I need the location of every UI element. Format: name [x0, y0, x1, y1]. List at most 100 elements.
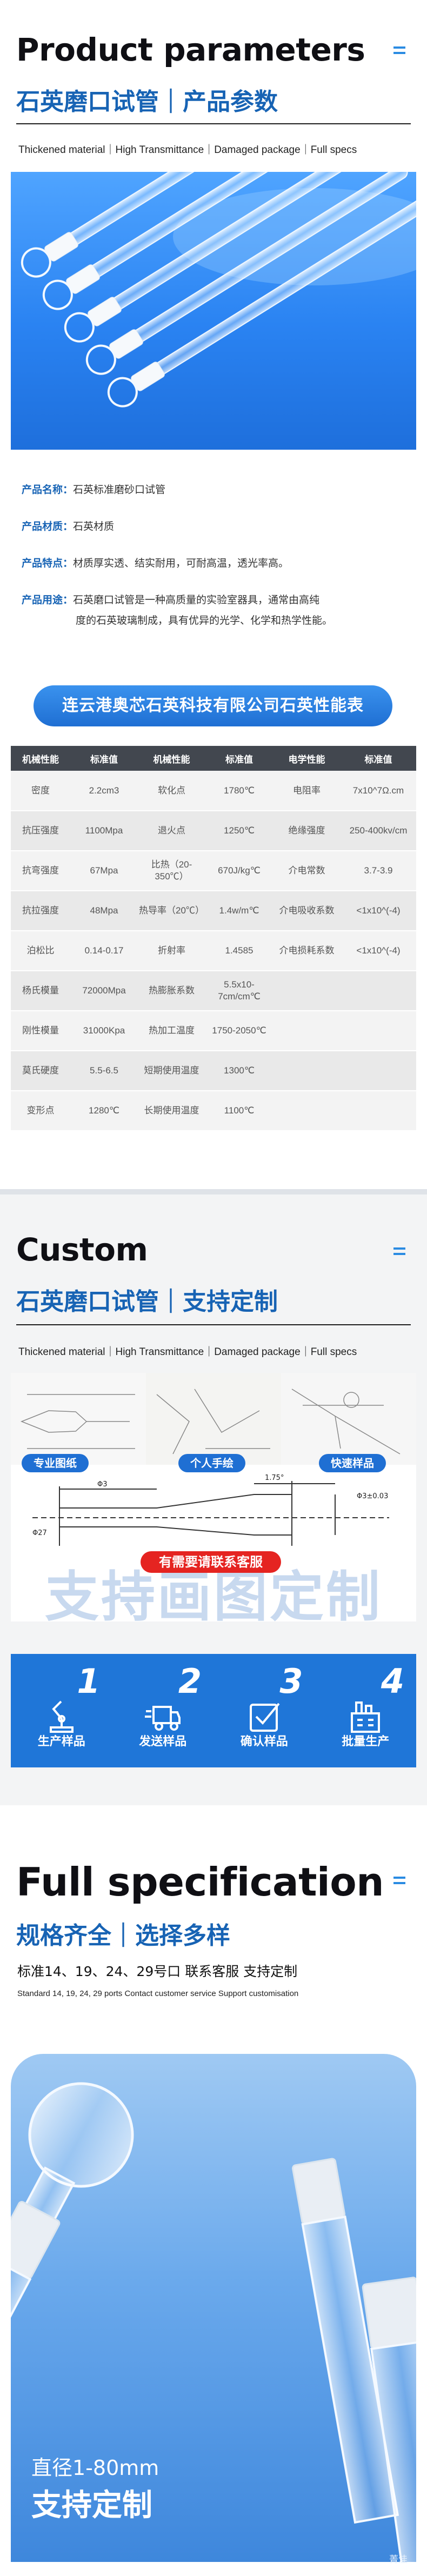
- table-cell: 刚性模量: [11, 1011, 70, 1051]
- step-produce-sample[interactable]: 1 生产样品: [11, 1654, 112, 1767]
- table-cell: 0.14-0.17: [70, 931, 138, 971]
- delivery-truck-icon: [145, 1706, 181, 1731]
- table-cell: 1750-2050℃: [205, 1011, 273, 1051]
- standard-ports-line: 标准14、19、24、29号口 联系客服 支持定制: [17, 1964, 298, 1979]
- custom-drawings-panel: Φ3 1.75° Φ27 Φ3±0.03 专业图纸 个人手绘 快速样品 支持画图…: [11, 1373, 416, 1621]
- table-cell: 热加工温度: [138, 1011, 205, 1051]
- info-key: 产品特点：: [22, 558, 74, 569]
- tag-professional-drawing: 专业图纸: [22, 1454, 89, 1472]
- standard-ports-english: Standard 14, 19, 24, 29 ports Contact cu…: [17, 1989, 299, 1998]
- table-cell: 抗弯强度: [11, 851, 70, 891]
- step-number: 1: [77, 1661, 101, 1701]
- info-value: 石英磨口试管是一种高质量的实验室器具，通常由高纯: [73, 595, 320, 606]
- table-header-cell: 标准值: [341, 746, 416, 771]
- process-steps: 1 生产样品 2 发送样品 3 确认样品 4 批量生产: [11, 1654, 416, 1767]
- table-cell: 短期使用温度: [138, 1051, 205, 1091]
- svg-text:Φ3±0.03: Φ3±0.03: [357, 1492, 388, 1500]
- info-value: 度的石英玻璃制成，具有优异的光学、化学和热学性能。: [76, 615, 333, 626]
- table-cell: [341, 971, 416, 1011]
- product-parameters-section: Product parameters 石英磨口试管｜产品参数 Thickened…: [0, 0, 427, 768]
- table-cell: [341, 1051, 416, 1091]
- table-cell: 72000Mpa: [70, 971, 138, 1011]
- test-tubes-photo: [11, 172, 416, 450]
- table-cell: 长期使用温度: [138, 1091, 205, 1131]
- step-label: 确认样品: [240, 1735, 288, 1749]
- tagline: Thickened material｜High Transmittance｜Da…: [18, 144, 357, 156]
- divider: [16, 123, 411, 124]
- step-number: 4: [381, 1661, 404, 1701]
- table-cell: 1100Mpa: [70, 811, 138, 851]
- table-cell: 250-400kv/cm: [341, 811, 416, 851]
- table-cell: 670J/kg℃: [205, 851, 273, 891]
- table-cell: 介电损耗系数: [273, 931, 341, 971]
- factory-icon: [351, 1701, 381, 1733]
- table-header-cell: 电学性能: [273, 746, 341, 771]
- table-cell: 介电吸收系数: [273, 891, 341, 931]
- info-value: 石英标准磨砂口试管: [73, 484, 166, 496]
- robot-arm-icon: [49, 1700, 74, 1733]
- table-cell: <1x10^(-4): [341, 931, 416, 971]
- table-cell: 67Mpa: [70, 851, 138, 891]
- info-key: 产品材质：: [22, 521, 74, 532]
- step-label: 生产样品: [37, 1735, 85, 1749]
- table-cell: 莫氏硬度: [11, 1051, 70, 1091]
- table-cell: [273, 1091, 341, 1131]
- table-cell: 48Mpa: [70, 891, 138, 931]
- table-cell: 抗拉强度: [11, 891, 70, 931]
- menu-icon[interactable]: [393, 1877, 405, 1884]
- table-cell: 热导率（20℃）: [138, 891, 205, 931]
- svg-text:Φ27: Φ27: [32, 1529, 47, 1537]
- table-cell: [341, 1011, 416, 1051]
- diameter-range: 直径1-80mm: [31, 2456, 159, 2480]
- divider: [16, 1324, 411, 1325]
- test-tubes-illustration: [21, 172, 416, 408]
- full-specification-section: Full specification 规格齐全｜选择多样 标准14、19、24、…: [0, 1805, 427, 2576]
- table-cell: 变形点: [11, 1091, 70, 1131]
- table-cell: [341, 1091, 416, 1131]
- step-label: 发送样品: [139, 1735, 187, 1749]
- custom-drawing-ghost-text: 支持画图定制: [45, 1565, 382, 1622]
- technical-drawings-illustration: Φ3 1.75° Φ27 Φ3±0.03: [11, 1373, 416, 1546]
- tag-fast-sample: 快速样品: [319, 1454, 386, 1472]
- menu-icon[interactable]: [393, 46, 405, 54]
- ground-joint-tubes-illustration: [11, 2082, 416, 2562]
- svg-text:Φ3: Φ3: [97, 1480, 108, 1489]
- section-subtitle: 规格齐全｜选择多样: [16, 1922, 230, 1950]
- table-header-row: 机械性能 标准值 机械性能 标准值 电学性能 标准值: [11, 746, 416, 771]
- table-cell: 1.4585: [205, 931, 273, 971]
- tagline: Thickened material｜High Transmittance｜Da…: [18, 1346, 357, 1358]
- menu-icon[interactable]: [393, 1247, 405, 1255]
- step-mass-production[interactable]: 4 批量生产: [315, 1654, 417, 1767]
- table-cell: 1280℃: [70, 1091, 138, 1131]
- info-key: 产品用途：: [22, 595, 74, 606]
- section-subtitle: 石英磨口试管｜产品参数: [16, 88, 278, 116]
- table-cell: 31000Kpa: [70, 1011, 138, 1051]
- info-row-usage: 产品用途：石英磨口试管是一种高质量的实验室器具，通常由高纯: [22, 590, 319, 611]
- table-cell: 折射率: [138, 931, 205, 971]
- table-header-cell: 机械性能: [138, 746, 205, 771]
- ground-joint-tubes-photo: [11, 2054, 416, 2562]
- step-confirm-sample[interactable]: 3 确认样品: [214, 1654, 315, 1767]
- table-cell: 5.5x10-7cm/cm℃: [205, 971, 273, 1011]
- section-subtitle: 石英磨口试管｜支持定制: [16, 1288, 278, 1316]
- step-send-sample[interactable]: 2 发送样品: [112, 1654, 214, 1767]
- table-cell: 1.4w/m℃: [205, 891, 273, 931]
- contact-service-badge[interactable]: 有需要请联系客服: [141, 1551, 281, 1573]
- support-custom-text: 支持定制: [31, 2488, 152, 2523]
- table-header-cell: 标准值: [205, 746, 273, 771]
- table-cell: [273, 1011, 341, 1051]
- table-header-cell: 机械性能: [11, 746, 70, 771]
- table-cell: 1780℃: [205, 771, 273, 811]
- table-cell: 绝缘强度: [273, 811, 341, 851]
- step-number: 3: [279, 1661, 303, 1701]
- table-cell: 1250℃: [205, 811, 273, 851]
- table-cell: 2.2cm3: [70, 771, 138, 811]
